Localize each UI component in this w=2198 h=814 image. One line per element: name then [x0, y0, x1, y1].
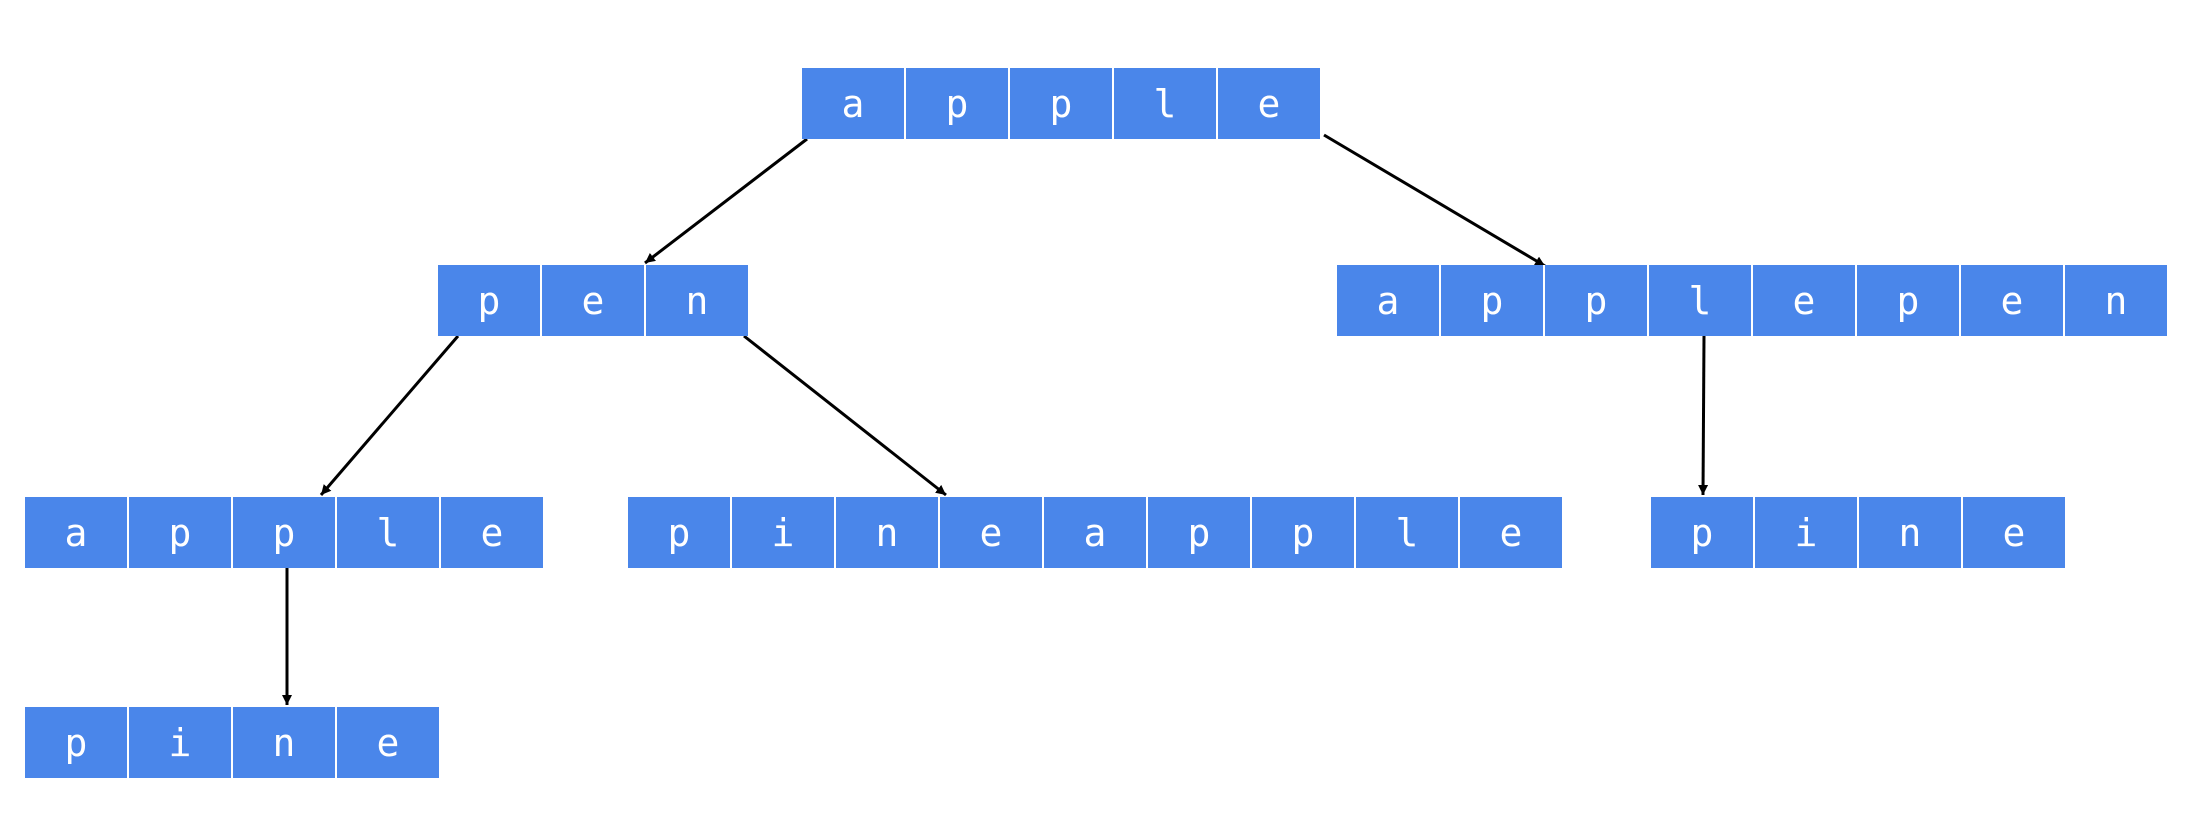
- letter-cell: e: [1753, 265, 1857, 336]
- letter-cell: n: [233, 707, 337, 778]
- letter-cell: e: [542, 265, 646, 336]
- letter-cell: p: [1148, 497, 1252, 568]
- edge-right-to-right-child: [1698, 335, 1709, 496]
- letter-cell: e: [1460, 497, 1562, 568]
- letter-cell: n: [1859, 497, 1963, 568]
- letter-cell: p: [233, 497, 337, 568]
- letter-cell: a: [1337, 265, 1441, 336]
- letter-cell: l: [1114, 68, 1218, 139]
- letter-cell: i: [1755, 497, 1859, 568]
- letter-cell: l: [337, 497, 441, 568]
- letter-cell: p: [1252, 497, 1356, 568]
- letter-cell: p: [628, 497, 732, 568]
- letter-cell: e: [1218, 68, 1320, 139]
- edge-root-to-left: [644, 137, 808, 265]
- letter-cell: e: [940, 497, 1044, 568]
- letter-cell: p: [129, 497, 233, 568]
- edge-left-to-left-left: [319, 335, 460, 496]
- letter-cell: p: [1857, 265, 1961, 336]
- letter-cell: p: [1545, 265, 1649, 336]
- letter-cell: e: [1961, 265, 2065, 336]
- edge-left-to-left-right: [743, 334, 947, 497]
- letter-cell: p: [25, 707, 129, 778]
- letter-cell: l: [1649, 265, 1753, 336]
- letter-cell: p: [1441, 265, 1545, 336]
- edge-root-to-right: [1323, 133, 1546, 268]
- letter-cell: a: [1044, 497, 1148, 568]
- letter-cell: e: [1963, 497, 2065, 568]
- letter-cell: p: [1651, 497, 1755, 568]
- letter-cell: n: [646, 265, 748, 336]
- letter-cell: a: [802, 68, 906, 139]
- letter-cell: e: [337, 707, 439, 778]
- letter-cell: p: [1010, 68, 1114, 139]
- letter-cell: l: [1356, 497, 1460, 568]
- letter-cell: n: [2065, 265, 2167, 336]
- letter-cell: e: [441, 497, 543, 568]
- letter-cell: n: [836, 497, 940, 568]
- letter-cell: p: [438, 265, 542, 336]
- letter-cell: p: [906, 68, 1010, 139]
- letter-cell: a: [25, 497, 129, 568]
- letter-cell: i: [732, 497, 836, 568]
- letter-cell: i: [129, 707, 233, 778]
